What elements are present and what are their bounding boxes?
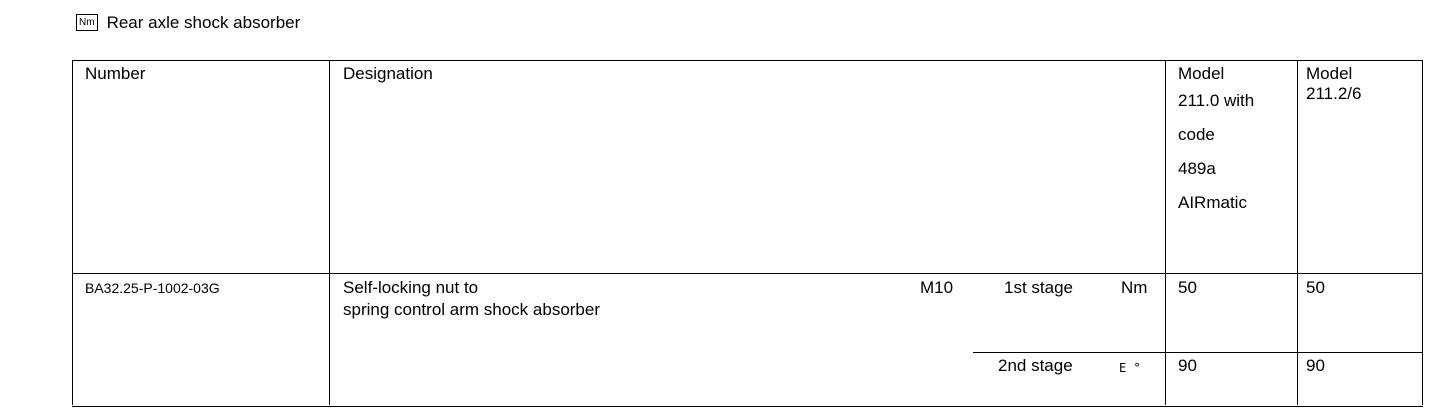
stage-2-model-1-value: 90 (1178, 356, 1197, 375)
stage-1-unit: Nm (1121, 278, 1148, 297)
header-number: Number (85, 64, 146, 83)
header-model-2-line: 211.2/6 (1306, 84, 1362, 103)
column-divider (1165, 60, 1166, 405)
header-row-divider (72, 273, 1423, 274)
row-thread-size: M10 (920, 278, 954, 297)
header-model-1-line: AIRmatic (1178, 193, 1247, 212)
table-frame (72, 60, 1423, 407)
stage-row-divider (973, 352, 1423, 353)
row-designation-line-2: spring control arm shock absorber (343, 300, 601, 319)
stage-2-label: 2nd stage (998, 356, 1073, 375)
section-title: Rear axle shock absorber (106, 13, 301, 32)
stage-1-model-2-value: 50 (1306, 278, 1325, 297)
column-divider (329, 60, 330, 405)
header-model-1-line: 211.0 with (1178, 91, 1255, 110)
header-designation: Designation (343, 64, 433, 83)
header-model-1-line: code (1178, 125, 1215, 144)
header-model-1: Model 211.0 with code 489a AIRmatic (1178, 64, 1254, 220)
header-model-1-line: Model (1178, 64, 1225, 83)
section-heading: Nm Rear axle shock absorber (76, 13, 300, 33)
angle-degree-unit: E ° (1119, 361, 1141, 375)
header-model-2: Model 211.2/6 (1306, 64, 1361, 104)
stage-1-model-1-value: 50 (1178, 278, 1197, 297)
table-border-right (1422, 60, 1423, 405)
column-divider (1297, 60, 1298, 405)
stage-2-model-2-value: 90 (1306, 356, 1325, 375)
row-number: BA32.25-P-1002-03G (85, 280, 220, 296)
header-model-2-line: Model (1306, 64, 1353, 83)
stage-1-label: 1st stage (1004, 278, 1073, 297)
table-border-left (72, 60, 73, 405)
torque-nm-icon: Nm (76, 13, 98, 31)
row-designation-line-1: Self-locking nut to (343, 278, 479, 297)
header-model-1-line: 489a (1178, 159, 1216, 178)
